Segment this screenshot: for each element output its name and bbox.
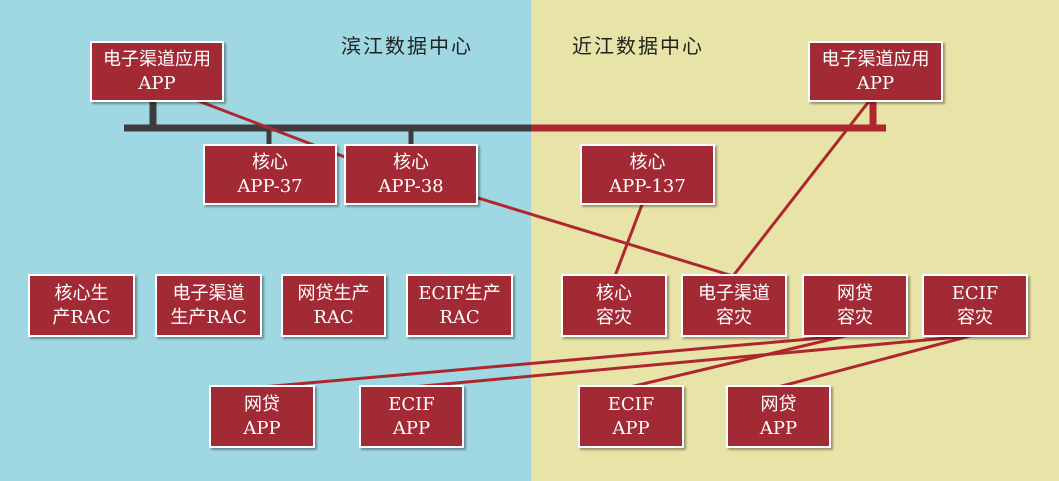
ecif-dr-box: ECIF 容灾 bbox=[922, 274, 1028, 337]
box-line-1: 网贷 bbox=[244, 393, 280, 415]
box-line-2: APP-38 bbox=[378, 175, 444, 197]
binjiang-datacenter-title: 滨江数据中心 bbox=[341, 34, 473, 58]
box-line-1: 电子渠道 bbox=[172, 282, 245, 304]
channel-app-right-box: 电子渠道应用 APP bbox=[808, 41, 943, 102]
core-app-38-box: 核心 APP-38 bbox=[344, 144, 478, 205]
loan-app-right-box: 网贷 APP bbox=[726, 385, 831, 448]
box-line-2: RAC bbox=[313, 306, 354, 328]
jinjiang-datacenter-title: 近江数据中心 bbox=[572, 34, 704, 58]
link-ecif-dr-to-loan-app-right bbox=[777, 334, 971, 389]
link-loan-dr-to-ecif-app-right bbox=[629, 334, 846, 389]
box-line-2: 容灾 bbox=[837, 306, 873, 328]
box-line-2: APP bbox=[243, 417, 281, 439]
link-core38-to-channel-dr bbox=[477, 196, 734, 278]
link-channel-app-right-to-channel-dr bbox=[731, 99, 872, 277]
box-line-2: APP bbox=[392, 417, 431, 439]
box-line-1: 核心 bbox=[629, 151, 666, 173]
box-line-2: RAC bbox=[439, 306, 480, 328]
box-line-2: 容灾 bbox=[957, 306, 993, 328]
box-line-1: ECIF bbox=[607, 393, 655, 415]
box-line-1: ECIF bbox=[951, 282, 999, 304]
link-core137-to-core-dr bbox=[613, 201, 645, 277]
core-dr-box: 核心 容灾 bbox=[561, 274, 667, 337]
loan-dr-box: 网贷 容灾 bbox=[802, 274, 908, 337]
ecif-app-left-box: ECIF APP bbox=[359, 385, 464, 448]
box-line-1: 网贷 bbox=[760, 393, 797, 415]
ecif-app-right-box: ECIF APP bbox=[578, 385, 684, 448]
channel-app-left-box: 电子渠道应用 APP bbox=[90, 41, 224, 102]
box-line-1: 核心生 bbox=[54, 282, 109, 304]
box-line-2: 产RAC bbox=[52, 306, 111, 328]
box-line-1: ECIF生产 bbox=[418, 282, 501, 304]
box-line-2: APP bbox=[612, 417, 650, 439]
core-app-137-box: 核心 APP-137 bbox=[580, 144, 715, 205]
box-line-2: APP bbox=[138, 72, 176, 94]
box-line-2: 容灾 bbox=[596, 306, 632, 328]
box-line-2: APP-137 bbox=[609, 175, 686, 197]
box-line-2: 容灾 bbox=[716, 306, 752, 328]
box-line-1: 核心 bbox=[393, 151, 429, 173]
link-ecif-dr-to-ecif-app-left bbox=[411, 334, 971, 389]
ecif-prod-rac-box: ECIF生产 RAC bbox=[406, 274, 513, 337]
box-line-1: ECIF bbox=[388, 393, 435, 415]
box-line-1: 电子渠道应用 bbox=[821, 48, 930, 70]
loan-prod-rac-box: 网贷生产 RAC bbox=[281, 274, 386, 337]
loan-app-left-box: 网贷 APP bbox=[209, 385, 315, 448]
box-line-1: 电子渠道应用 bbox=[103, 48, 211, 70]
box-line-1: 电子渠道 bbox=[698, 282, 770, 304]
box-line-2: APP bbox=[759, 417, 798, 439]
box-line-2: APP-37 bbox=[237, 175, 303, 197]
box-line-1: 网贷 bbox=[837, 282, 873, 304]
channel-dr-box: 电子渠道 容灾 bbox=[681, 274, 787, 337]
box-line-1: 核心 bbox=[252, 151, 288, 173]
box-line-1: 核心 bbox=[596, 282, 632, 304]
link-loan-dr-to-loan-app-left bbox=[261, 334, 846, 389]
core-prod-rac-box: 核心生 产RAC bbox=[28, 274, 135, 337]
channel-prod-rac-box: 电子渠道 生产RAC bbox=[155, 274, 262, 337]
box-line-2: 生产RAC bbox=[170, 306, 247, 328]
core-app-37-box: 核心 APP-37 bbox=[203, 144, 337, 205]
box-line-1: 网贷生产 bbox=[297, 282, 370, 304]
box-line-2: APP bbox=[856, 72, 895, 94]
